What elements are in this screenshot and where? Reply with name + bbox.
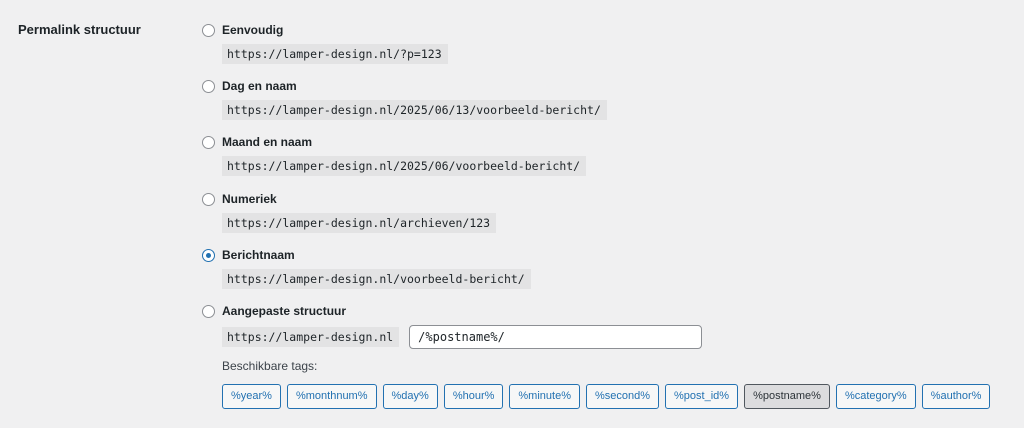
option-day-and-name[interactable]: Dag en naam https://lamper-design.nl/202… xyxy=(202,77,607,120)
tag-day-button[interactable]: %day% xyxy=(382,384,438,409)
tag-minute-button[interactable]: %minute% xyxy=(509,384,580,409)
tag-second-button[interactable]: %second% xyxy=(585,384,660,409)
example-url: https://lamper-design.nl/voorbeeld-beric… xyxy=(222,269,531,289)
custom-base-url: https://lamper-design.nl xyxy=(222,327,400,347)
option-custom-structure[interactable]: Aangepaste structuur https://lamper-desi… xyxy=(202,302,703,349)
tag-hour-button[interactable]: %hour% xyxy=(443,384,504,409)
option-label[interactable]: Dag en naam xyxy=(222,79,297,93)
example-url: https://lamper-design.nl/archieven/123 xyxy=(222,213,497,233)
example-url: https://lamper-design.nl/?p=123 xyxy=(222,44,448,64)
radio-month-and-name[interactable] xyxy=(202,135,215,149)
option-label[interactable]: Berichtnaam xyxy=(222,248,295,262)
available-tags: %year% %monthnum% %day% %hour% %minute% … xyxy=(222,384,991,409)
permalink-structure-label: Permalink structuur xyxy=(18,22,141,37)
tag-year-button[interactable]: %year% xyxy=(222,384,281,409)
radio-post-name[interactable] xyxy=(202,248,215,262)
option-label[interactable]: Aangepaste structuur xyxy=(222,304,347,318)
option-label[interactable]: Maand en naam xyxy=(222,135,313,149)
tag-category-button[interactable]: %category% xyxy=(835,384,916,409)
custom-structure-input[interactable] xyxy=(409,325,703,349)
option-plain[interactable]: Eenvoudig https://lamper-design.nl/?p=12… xyxy=(202,21,448,64)
radio-plain[interactable] xyxy=(202,23,215,37)
option-label[interactable]: Numeriek xyxy=(222,192,277,206)
example-url: https://lamper-design.nl/2025/06/voorbee… xyxy=(222,156,587,176)
radio-custom-structure[interactable] xyxy=(202,304,215,318)
option-label[interactable]: Eenvoudig xyxy=(222,23,284,37)
tag-post-id-button[interactable]: %post_id% xyxy=(665,384,739,409)
option-numeric[interactable]: Numeriek https://lamper-design.nl/archie… xyxy=(202,190,497,233)
tag-monthnum-button[interactable]: %monthnum% xyxy=(286,384,377,409)
option-post-name[interactable]: Berichtnaam https://lamper-design.nl/voo… xyxy=(202,246,531,289)
radio-numeric[interactable] xyxy=(202,192,215,206)
radio-day-and-name[interactable] xyxy=(202,79,215,93)
custom-structure-row: https://lamper-design.nl xyxy=(222,325,703,349)
option-month-and-name[interactable]: Maand en naam https://lamper-design.nl/2… xyxy=(202,133,587,176)
example-url: https://lamper-design.nl/2025/06/13/voor… xyxy=(222,100,607,120)
tag-author-button[interactable]: %author% xyxy=(921,384,991,409)
available-tags-label: Beschikbare tags: xyxy=(222,359,318,373)
tag-postname-button[interactable]: %postname% xyxy=(744,384,830,409)
